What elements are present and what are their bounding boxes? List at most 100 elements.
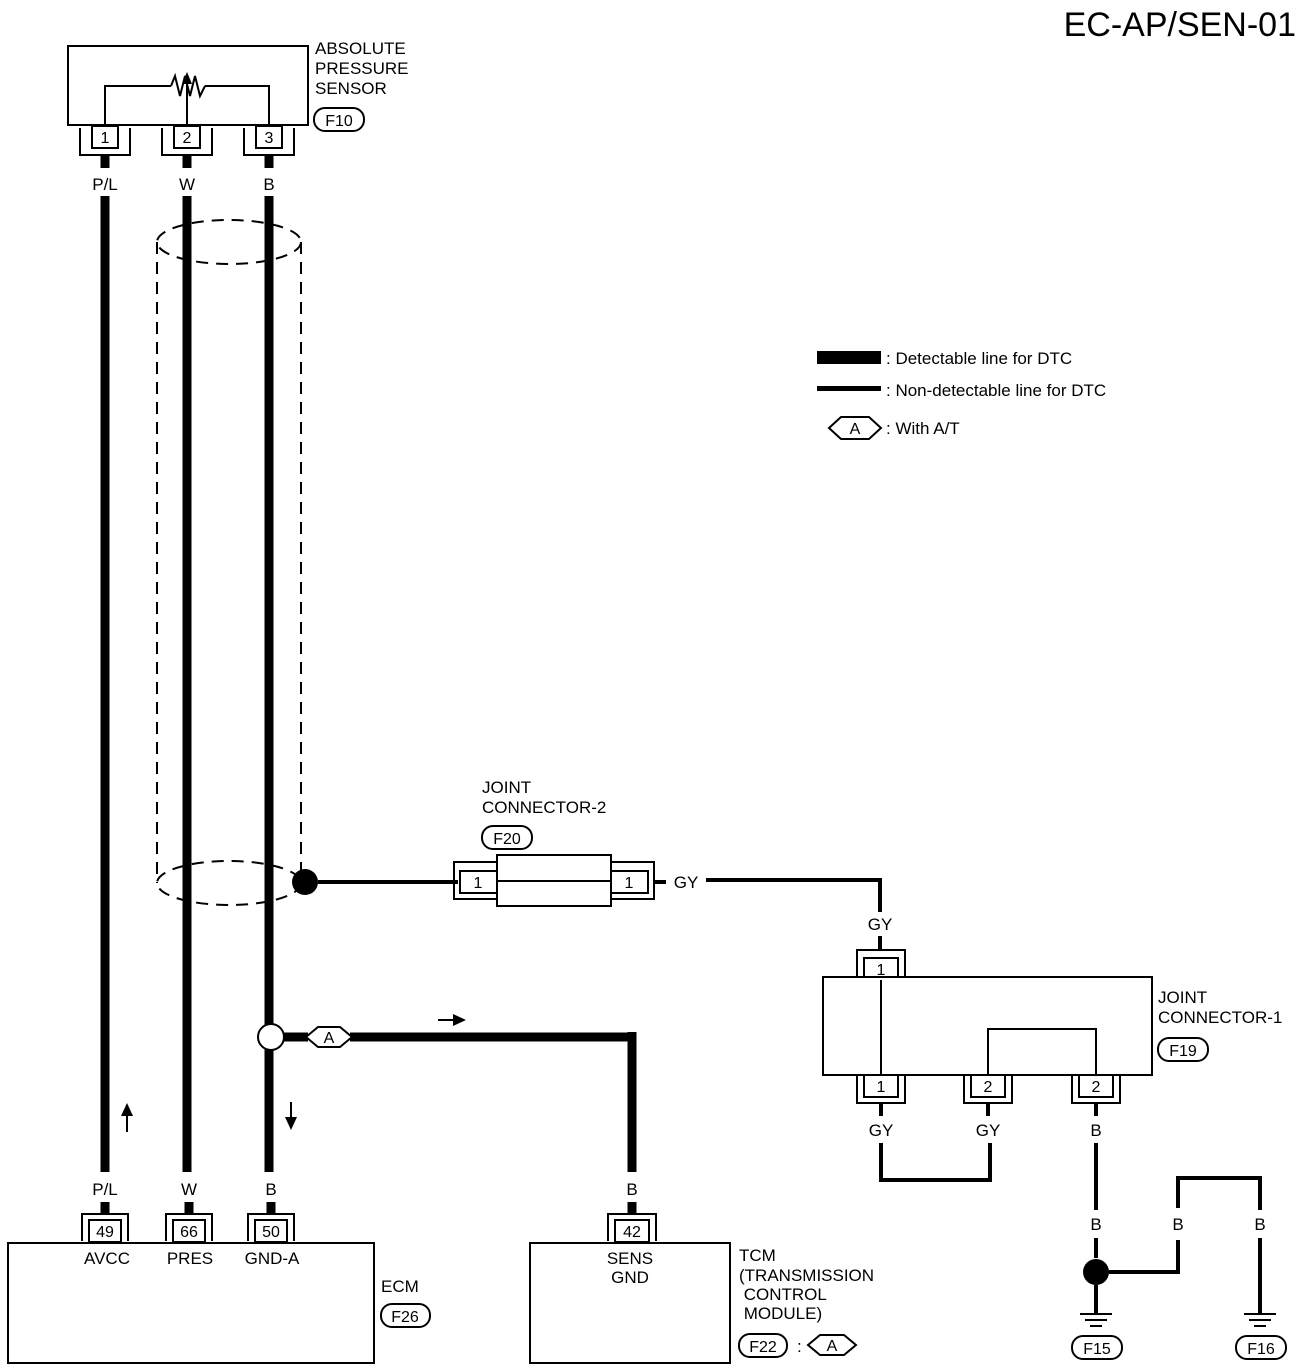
arrow-right-icon xyxy=(438,1014,466,1026)
svg-text:2: 2 xyxy=(1092,1079,1101,1096)
jc2-pin-right: 1 xyxy=(610,861,655,900)
ground-f16-badge xyxy=(1235,1335,1287,1360)
sensor-connector-badge xyxy=(313,107,365,132)
shield-ground-junction xyxy=(292,869,318,895)
tcm-terminal-line-2: GND xyxy=(611,1268,649,1287)
jc2-wire-color: GY xyxy=(674,873,699,892)
svg-text:49: 49 xyxy=(96,1224,114,1241)
arrow-down-icon xyxy=(285,1102,297,1130)
jc1-bottom-wire-color-1: GY xyxy=(869,1121,894,1140)
legend-with-at: : With A/T xyxy=(886,419,960,438)
ecm-terminal-avcc: AVCC xyxy=(84,1249,130,1268)
svg-text:A: A xyxy=(324,1030,335,1047)
svg-text:42: 42 xyxy=(623,1224,641,1241)
wire-gy-loop xyxy=(879,1143,992,1182)
tcm-terminal-line-1: SENS xyxy=(607,1249,653,1268)
ground-wire-color-3: B xyxy=(1254,1215,1265,1234)
ground-f15-id: F15 xyxy=(1083,1341,1111,1358)
jc2-name-line-1: JOINT xyxy=(482,778,531,797)
joint-connector-1: GY 1 JOINT CONNECTOR-1 F19 1 2 2 xyxy=(822,915,1282,1140)
jc2-pin-left: 1 xyxy=(453,861,498,900)
ecm-connector-badge xyxy=(380,1303,431,1328)
ecm-wire-color-1: P/L xyxy=(92,1180,118,1199)
tcm-option-marker: A xyxy=(806,1334,858,1356)
sensor-pin-2: 2 xyxy=(161,125,213,156)
ecm-pin-50: 50 xyxy=(247,1213,295,1243)
ground-f15-badge xyxy=(1071,1335,1123,1360)
tcm-name-line-2: (TRANSMISSION xyxy=(739,1266,874,1285)
jc1-connector-id: F19 xyxy=(1169,1043,1197,1060)
legend-non-detectable-swatch xyxy=(817,386,881,391)
arrow-up-icon xyxy=(121,1103,133,1132)
shield xyxy=(156,219,302,906)
ecm-terminal-gnd-a: GND-A xyxy=(245,1249,300,1268)
svg-text:3: 3 xyxy=(265,130,274,147)
legend-with-at-symbol: A xyxy=(827,416,883,440)
joint-connector-2: JOINT CONNECTOR-2 F20 1 1 GY xyxy=(453,778,699,907)
sensor-wire-color-3: B xyxy=(263,175,274,194)
tcm-wire-color: B xyxy=(626,1180,637,1199)
sensor-pin-3: 3 xyxy=(243,125,295,156)
ground-icon-f15 xyxy=(1080,1313,1112,1327)
jc1-bottom-pin-2b: 2 xyxy=(1071,1074,1121,1104)
svg-text:50: 50 xyxy=(262,1224,280,1241)
jc1-name-line-1: JOINT xyxy=(1158,988,1207,1007)
ecm-pin-66: 66 xyxy=(165,1213,213,1243)
jc1-name-line-2: CONNECTOR-1 xyxy=(1158,1008,1282,1027)
legend-detectable-swatch xyxy=(817,351,881,364)
sensor-internal-wire-1 xyxy=(104,85,171,126)
sensor-wire-color-1: P/L xyxy=(92,175,118,194)
svg-text:A: A xyxy=(850,421,861,438)
ground-circuit: B B B F15 F16 xyxy=(1071,1143,1287,1360)
svg-text:2: 2 xyxy=(984,1079,993,1096)
svg-text:A: A xyxy=(827,1338,838,1355)
tcm-pin-42: 42 xyxy=(607,1213,657,1243)
ecm-terminal-pres: PRES xyxy=(167,1249,213,1268)
tcm-name-line-1: TCM xyxy=(739,1246,776,1265)
svg-text:1: 1 xyxy=(877,1079,886,1096)
legend: : Detectable line for DTC : Non-detectab… xyxy=(817,349,1106,440)
ecm-name: ECM xyxy=(381,1277,419,1296)
ground-f16-id: F16 xyxy=(1247,1341,1275,1358)
splice-junction xyxy=(257,1023,285,1051)
page-code: EC-AP/SEN-01 xyxy=(1064,6,1296,44)
sensor-name-line-3: SENSOR xyxy=(315,79,387,98)
option-marker-a: A xyxy=(304,1026,354,1048)
ecm-connector-id: F26 xyxy=(391,1309,419,1326)
sensor-name-line-2: PRESSURE xyxy=(315,59,409,78)
wire-gy-to-jc1 xyxy=(706,878,882,912)
svg-text:66: 66 xyxy=(180,1224,198,1241)
ecm-wire-color-2: W xyxy=(181,1180,197,1199)
jc1-bottom-wire-color-3: B xyxy=(1090,1121,1101,1140)
ecm-wire-color-3: B xyxy=(265,1180,276,1199)
jc1-top-pin: 1 xyxy=(856,949,906,981)
sensor-internal-wire-3 xyxy=(205,85,270,126)
tcm-name-line-3: CONTROL xyxy=(739,1285,827,1304)
jc1-top-wire-color: GY xyxy=(868,915,893,934)
sensor-name-line-1: ABSOLUTE xyxy=(315,39,406,58)
tcm-colon: : xyxy=(797,1337,802,1356)
legend-detectable: : Detectable line for DTC xyxy=(886,349,1072,368)
ecm: P/L W B 49 66 50 AVCC PRES GND-A ECM F26 xyxy=(7,1180,431,1364)
jc2-name-line-2: CONNECTOR-2 xyxy=(482,798,606,817)
jc2-connector-badge xyxy=(481,825,533,850)
tcm-connector-badge xyxy=(738,1333,788,1358)
jc2-connector-id: F20 xyxy=(493,831,521,848)
svg-text:2: 2 xyxy=(183,130,192,147)
tcm-connector-id: F22 xyxy=(749,1339,777,1356)
ecm-body xyxy=(7,1242,375,1364)
jc1-bottom-pin-2a: 2 xyxy=(963,1074,1013,1104)
legend-non-detectable: : Non-detectable line for DTC xyxy=(886,381,1106,400)
ecm-pin-49: 49 xyxy=(81,1213,129,1243)
sensor-connector-id: F10 xyxy=(325,113,353,130)
svg-text:1: 1 xyxy=(101,130,110,147)
absolute-pressure-sensor: ABSOLUTE PRESSURE SENSOR F10 1 2 3 P/L W… xyxy=(67,39,409,194)
tcm-name-line-4: MODULE) xyxy=(739,1304,822,1323)
sensor-wire-color-2: W xyxy=(179,175,195,194)
svg-text:1: 1 xyxy=(474,875,483,892)
jc1-bottom-pin-1: 1 xyxy=(856,1074,906,1104)
sensor-pin-1: 1 xyxy=(79,125,131,156)
tcm-body xyxy=(529,1242,731,1364)
wiper-arrow-icon xyxy=(182,72,192,84)
